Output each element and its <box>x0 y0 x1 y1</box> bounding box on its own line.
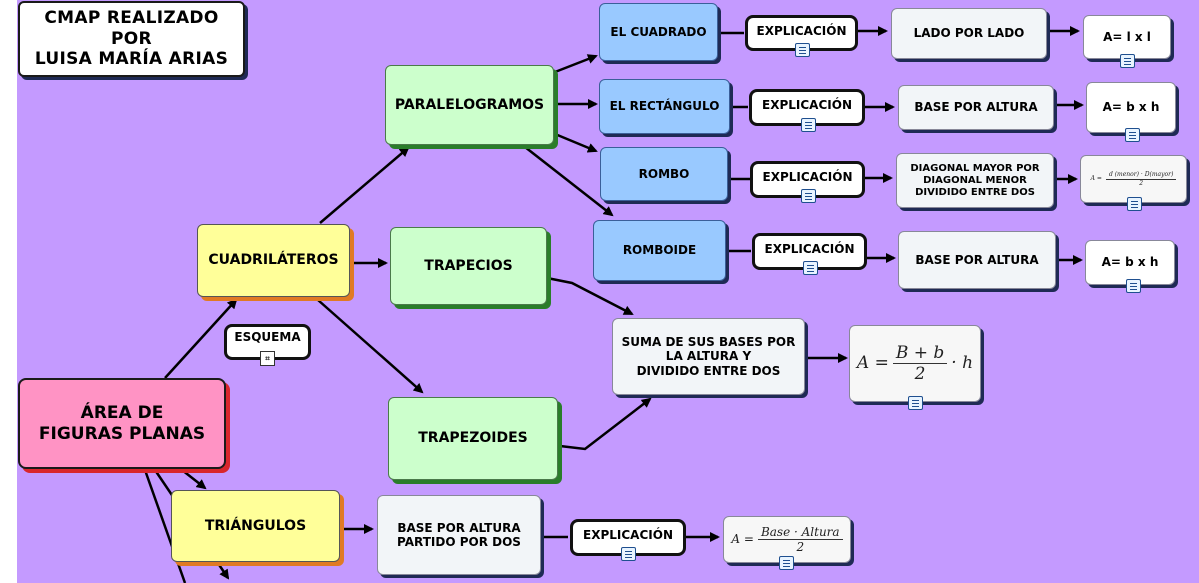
formula-denominator: 2 <box>914 364 926 384</box>
rule-cuadrado[interactable]: LADO POR LADO <box>891 8 1047 59</box>
document-icon[interactable] <box>1127 197 1142 211</box>
formula-lhs: A = <box>1090 175 1102 183</box>
document-icon[interactable] <box>1125 128 1140 142</box>
root-node-area-figuras-planas[interactable]: ÁREA DE FIGURAS PLANAS <box>18 378 226 469</box>
formula-numerator: Base · Altura <box>757 525 843 540</box>
document-icon[interactable] <box>803 261 818 275</box>
formula-rectangulo[interactable]: A= b x h <box>1086 82 1176 133</box>
rule-triangulo[interactable]: BASE POR ALTURA PARTIDO POR DOS <box>377 495 541 575</box>
author-title: CMAP REALIZADO POR LUISA MARÍA ARIAS <box>18 1 245 77</box>
document-icon[interactable] <box>795 43 810 57</box>
document-icon[interactable] <box>779 556 794 570</box>
formula-rombo[interactable]: A = d (menor) · D(mayor)2 <box>1080 155 1187 203</box>
document-icon[interactable] <box>908 396 923 410</box>
rule-trapecio[interactable]: SUMA DE SUS BASES POR LA ALTURA Y DIVIDI… <box>612 318 805 395</box>
rule-rombo[interactable]: DIAGONAL MAYOR POR DIAGONAL MENOR DIVIDI… <box>896 153 1054 208</box>
document-icon[interactable] <box>801 189 816 203</box>
romboide-node[interactable]: ROMBOIDE <box>593 220 726 281</box>
rombo-node[interactable]: ROMBO <box>600 147 728 201</box>
triangulos-node[interactable]: TRIÁNGULOS <box>171 490 340 562</box>
formula-cuadrado[interactable]: A= l x l <box>1083 15 1171 59</box>
rectangulo-node[interactable]: EL RECTÁNGULO <box>599 79 730 134</box>
document-icon[interactable] <box>801 118 816 132</box>
formula-denominator: 2 <box>1139 179 1144 187</box>
document-icon[interactable] <box>621 547 636 561</box>
paralelogramos-node[interactable]: PARALELOGRAMOS <box>385 65 554 145</box>
sitemap-icon[interactable]: ⌗ <box>260 351 275 366</box>
rule-rectangulo[interactable]: BASE POR ALTURA <box>898 85 1054 130</box>
document-icon[interactable] <box>1126 279 1141 293</box>
cuadrado-node[interactable]: EL CUADRADO <box>599 3 718 61</box>
trapecios-node[interactable]: TRAPECIOS <box>390 227 547 305</box>
document-icon[interactable] <box>1120 54 1135 68</box>
trapezoides-node[interactable]: TRAPEZOIDES <box>388 397 558 480</box>
rule-romboide[interactable]: BASE POR ALTURA <box>898 231 1056 289</box>
formula-rhs: · h <box>951 353 974 374</box>
formula-lhs: A = <box>731 532 754 547</box>
esquema-node[interactable]: ESQUEMA <box>224 324 311 360</box>
formula-lhs: A = <box>856 353 889 374</box>
cuadrilateros-node[interactable]: CUADRILÁTEROS <box>197 224 350 297</box>
formula-denominator: 2 <box>796 540 805 554</box>
formula-numerator: d (menor) · D(mayor) <box>1105 171 1177 180</box>
formula-romboide[interactable]: A= b x h <box>1085 240 1175 285</box>
formula-numerator: B + b <box>892 343 948 364</box>
